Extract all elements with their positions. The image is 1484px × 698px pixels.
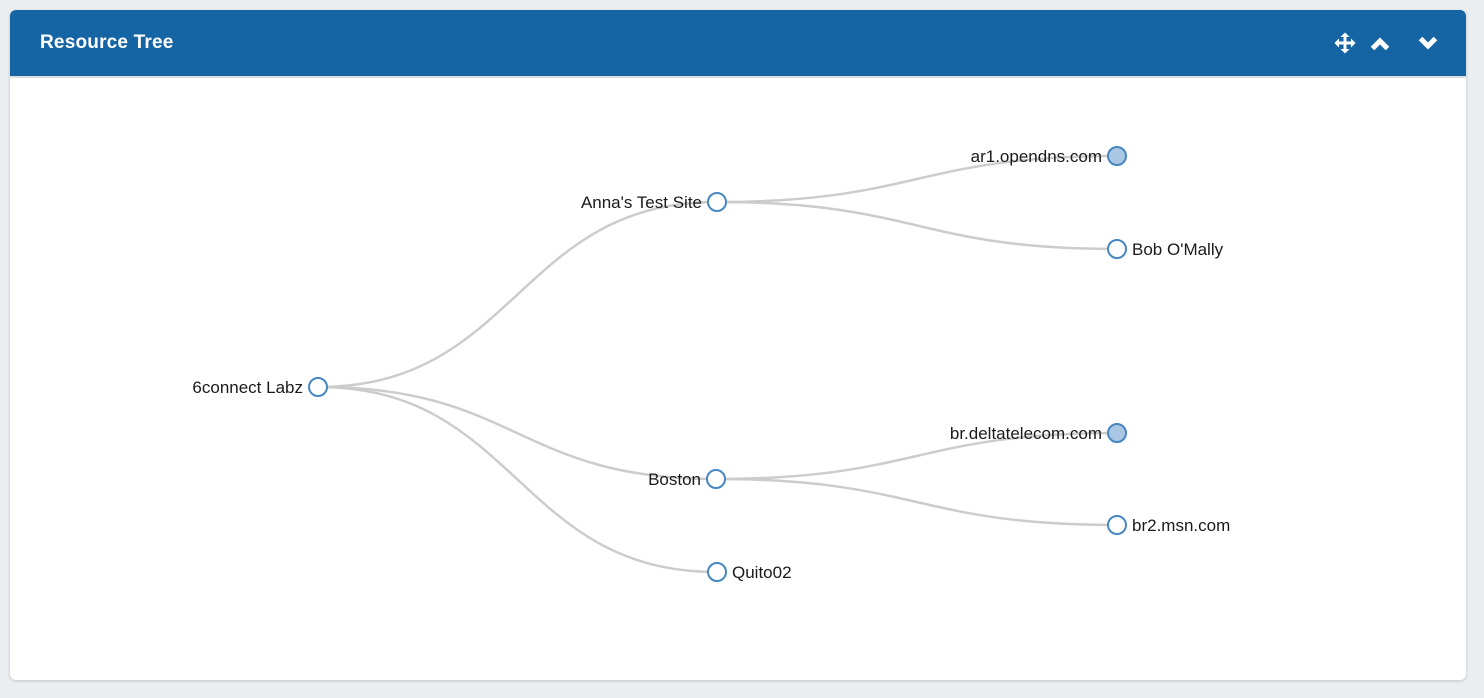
tree-node: ar1.opendns.com — [971, 146, 1127, 166]
tree-node-circle[interactable] — [1107, 515, 1127, 535]
resource-tree: 6connect Labz Anna's Test Site ar1.opendns… — [192, 146, 1230, 582]
header-icon-group — [1334, 32, 1438, 54]
tree-node-label[interactable]: Anna's Test Site — [581, 193, 702, 212]
tree-link — [715, 431, 1118, 481]
panel-title: Resource Tree — [40, 32, 174, 53]
tree-node-circle[interactable] — [1107, 423, 1127, 443]
tree-node-label[interactable]: Quito02 — [732, 563, 792, 582]
tree-link — [716, 200, 1118, 251]
tree-node-label[interactable]: Boston — [648, 470, 701, 489]
panel-body: 6connect Labz Anna's Test Site ar1.opendns… — [10, 78, 1466, 678]
tree-node-label[interactable]: br.deltatelecom.com — [950, 424, 1102, 443]
tree-node: 6connect Labz — [192, 377, 328, 397]
tree-node-circle[interactable] — [707, 562, 727, 582]
tree-node-label[interactable]: br2.msn.com — [1132, 516, 1230, 535]
chevron-down-icon[interactable] — [1418, 36, 1438, 51]
tree-node: Boston — [648, 469, 726, 489]
resource-tree-panel: Resource Tree 6connect Labz Anna's Test S… — [10, 10, 1466, 680]
tree-node-circle[interactable] — [1107, 146, 1127, 166]
tree-node: Quito02 — [707, 562, 792, 582]
tree-link — [317, 200, 718, 389]
tree-node: Bob O'Mally — [1107, 239, 1224, 259]
tree-node-circle[interactable] — [1107, 239, 1127, 259]
tree-node: br2.msn.com — [1107, 515, 1230, 535]
tree-link — [317, 385, 718, 574]
tree-link — [716, 154, 1118, 204]
tree-node-label[interactable]: Bob O'Mally — [1132, 240, 1224, 259]
tree-link — [715, 477, 1118, 527]
tree-node-circle[interactable] — [706, 469, 726, 489]
chevron-up-icon[interactable] — [1370, 36, 1390, 51]
tree-node-label[interactable]: ar1.opendns.com — [971, 147, 1102, 166]
tree-node-circle[interactable] — [707, 192, 727, 212]
tree-node-circle[interactable] — [308, 377, 328, 397]
move-icon[interactable] — [1334, 32, 1356, 54]
tree-node: Anna's Test Site — [581, 192, 727, 212]
tree-node-label[interactable]: 6connect Labz — [192, 378, 303, 397]
panel-header: Resource Tree — [10, 10, 1466, 78]
tree-link — [317, 385, 717, 481]
tree-node: br.deltatelecom.com — [950, 423, 1127, 443]
